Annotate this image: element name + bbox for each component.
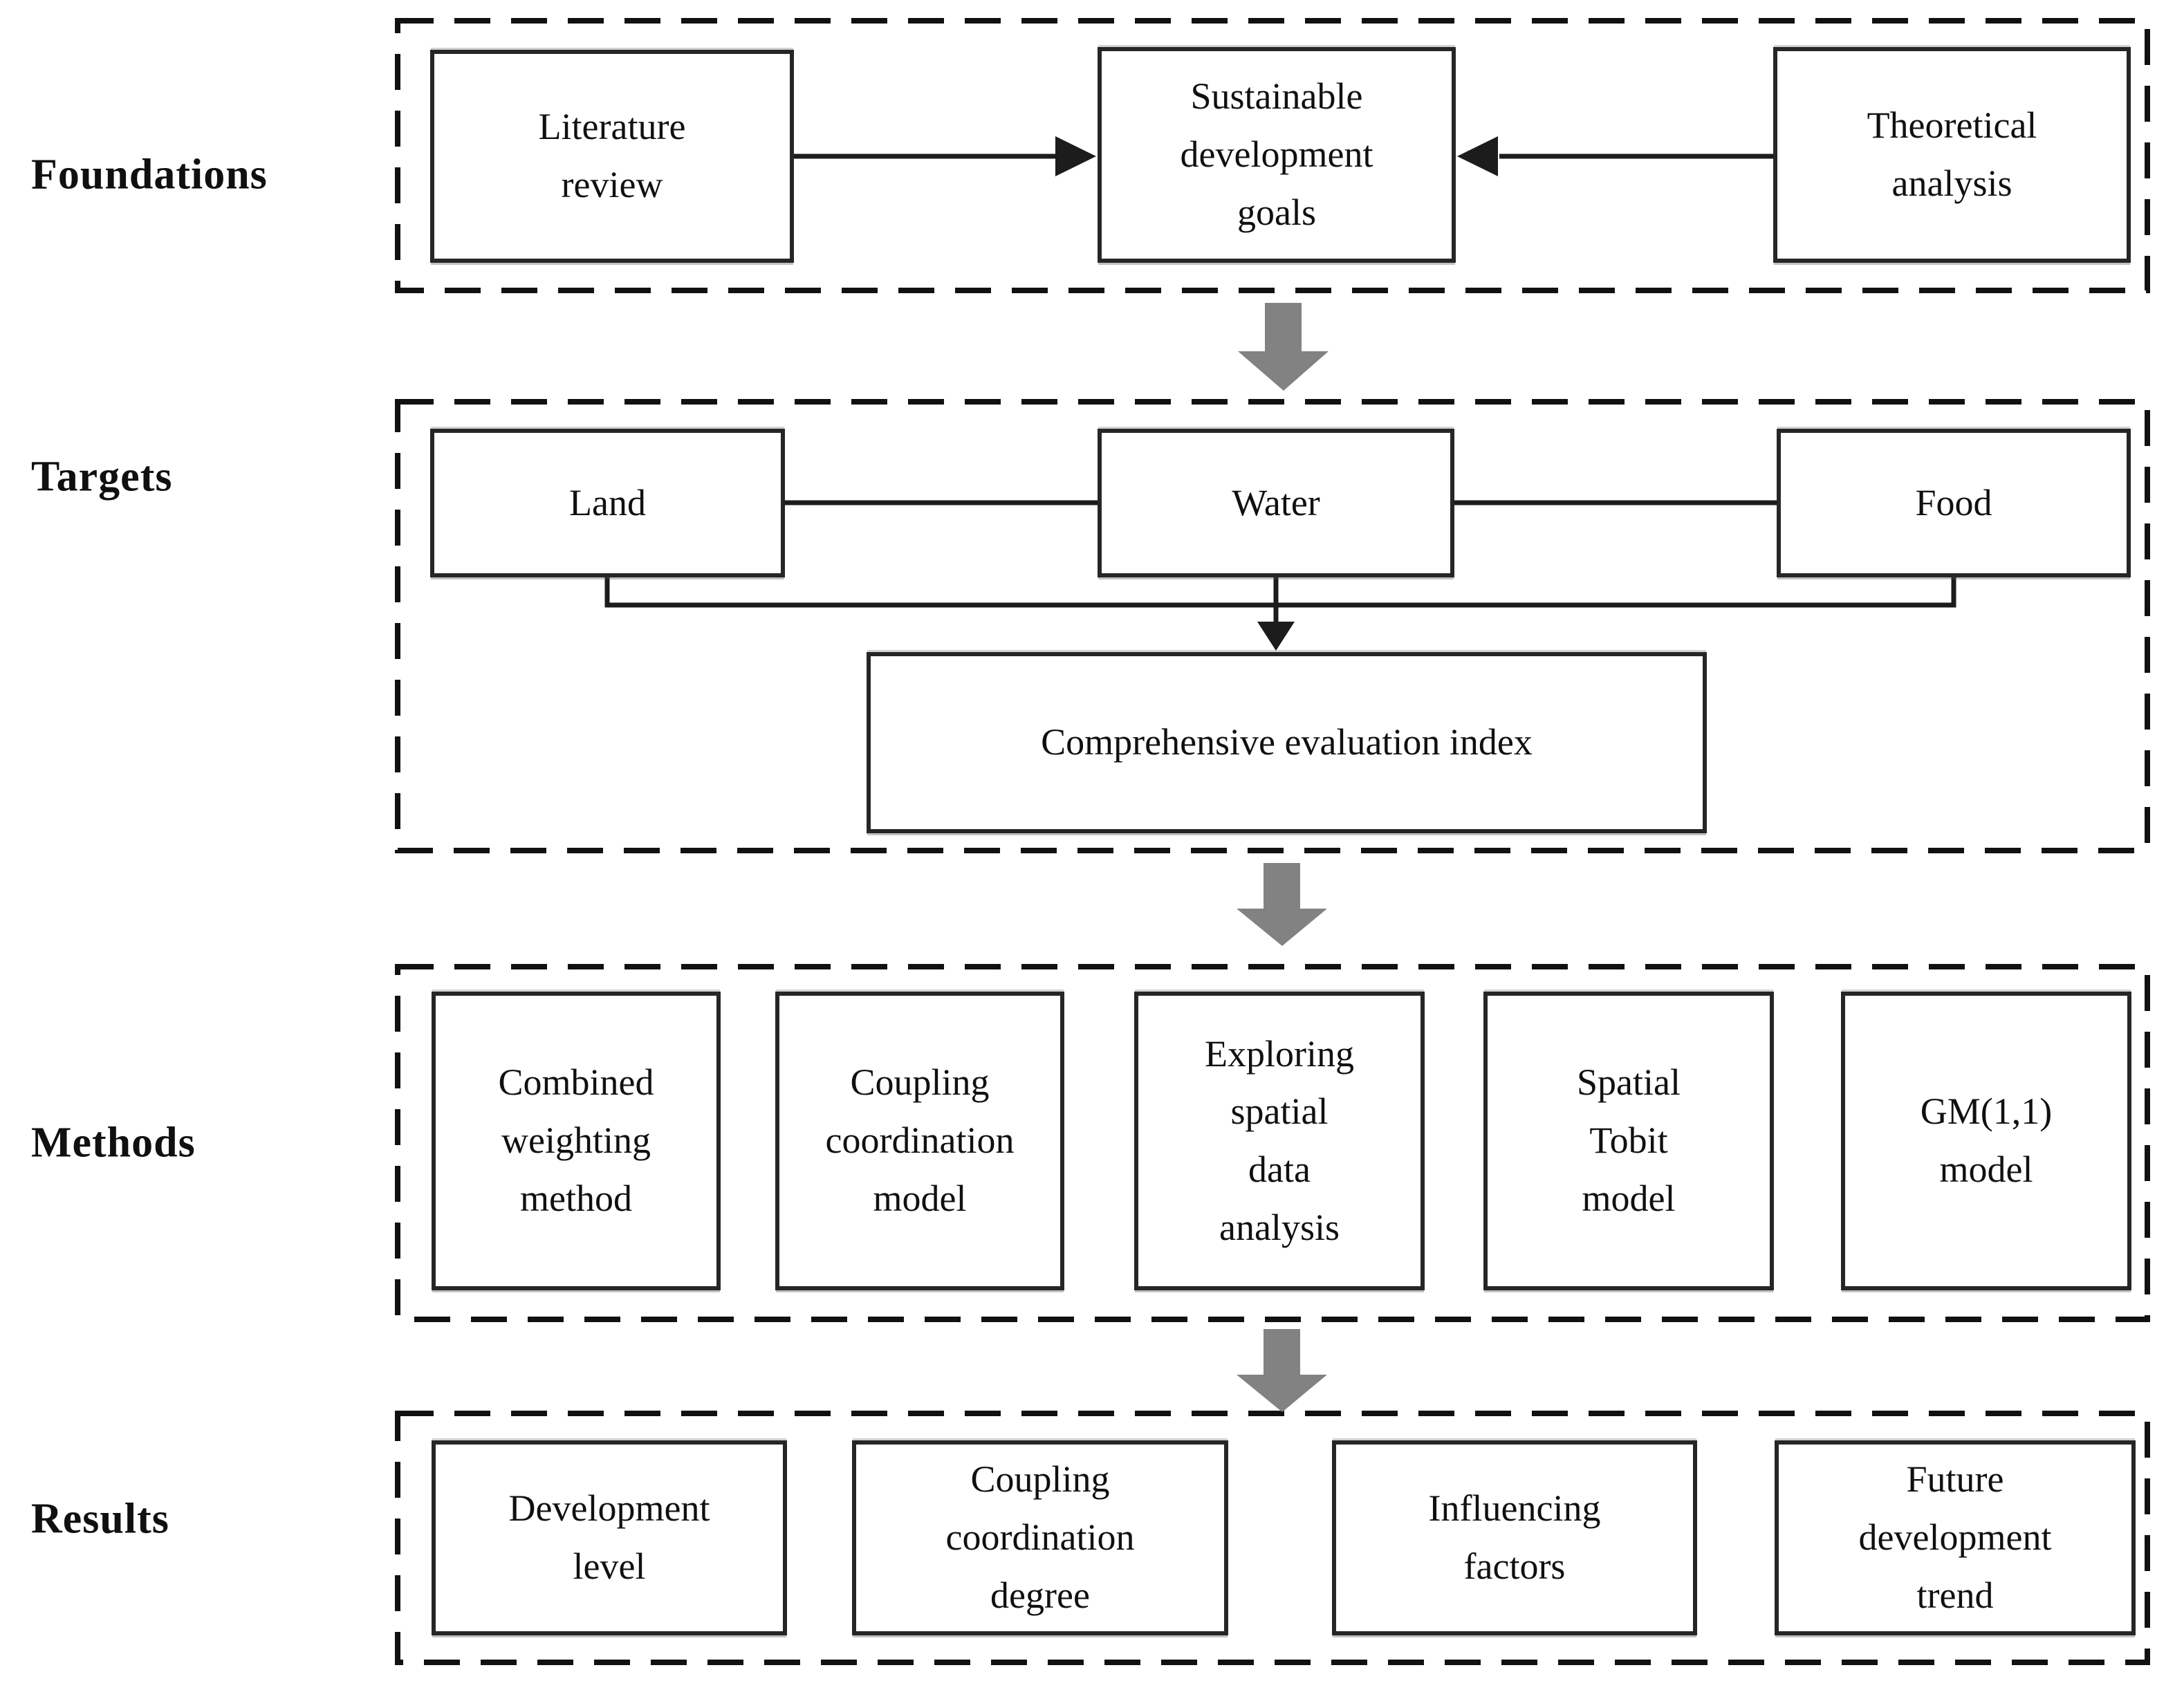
box-water: Water <box>1098 429 1454 577</box>
box-combined-weighting-method: Combined weighting method <box>432 992 721 1290</box>
box-theoretical-analysis: Theoretical analysis <box>1773 47 2131 263</box>
box-coupling-coordination-model: Coupling coordination model <box>775 992 1064 1290</box>
box-coupling-coordination-degree: Coupling coordination degree <box>852 1440 1228 1635</box>
box-sustainable-development-goals: Sustainable development goals <box>1098 47 1456 263</box>
connector-land-food-bus <box>604 577 1956 608</box>
methods-dashed-frame <box>395 964 2150 1322</box>
foundations-dashed-frame <box>395 18 2150 293</box>
results-dashed-frame <box>395 1411 2150 1665</box>
box-land: Land <box>430 429 785 577</box>
flow-down-arrow-icon-1 <box>1238 303 1329 391</box>
box-influencing-factors: Influencing factors <box>1332 1440 1697 1635</box>
flow-down-arrow-icon-2 <box>1237 863 1327 946</box>
box-exploring-spatial-data-analysis: Exploring spatial data analysis <box>1134 992 1425 1290</box>
box-spatial-tobit-model: Spatial Tobit model <box>1483 992 1774 1290</box>
box-future-development-trend: Future development trend <box>1775 1440 2136 1635</box>
targets-dashed-frame <box>395 399 2150 853</box>
down-arrowhead-icon <box>1257 622 1295 651</box>
box-literature-review: Literature review <box>430 50 794 263</box>
section-label-methods: Methods <box>31 1119 196 1167</box>
box-gm11-model: GM(1,1) model <box>1841 992 2131 1290</box>
section-label-targets: Targets <box>31 453 173 501</box>
section-label-foundations: Foundations <box>31 151 268 198</box>
flow-down-arrow-icon-3 <box>1237 1329 1327 1412</box>
box-comprehensive-evaluation-index: Comprehensive evaluation index <box>867 652 1707 833</box>
box-food: Food <box>1777 429 2131 577</box>
arrow-left-icon <box>1457 136 1498 176</box>
section-label-results: Results <box>31 1495 169 1543</box>
box-development-level: Development level <box>432 1440 787 1635</box>
arrow-right-icon <box>1055 136 1096 176</box>
